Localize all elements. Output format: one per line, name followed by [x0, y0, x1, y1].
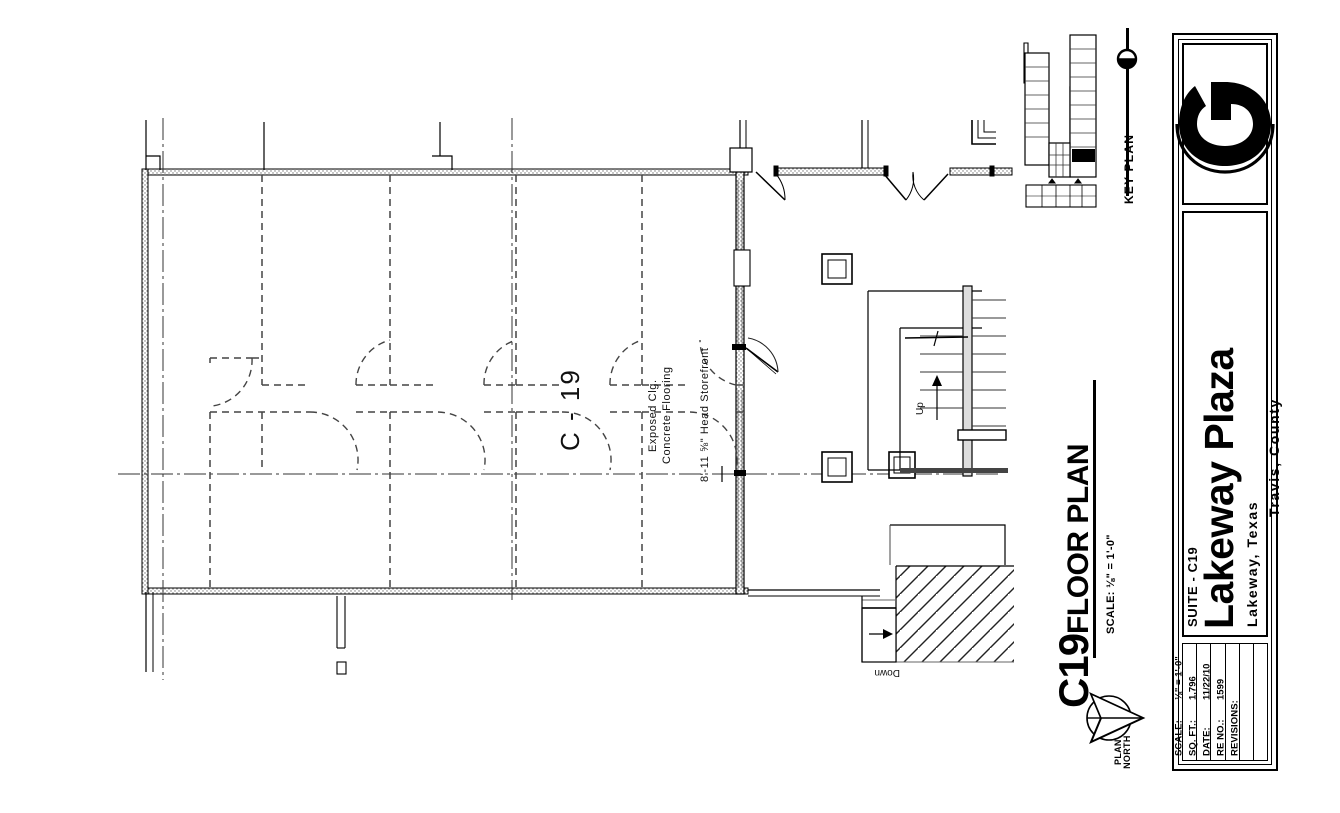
data-table: SCALE: ⅛" = 1'-0" SQ. FT.: 1,796 DATE: 1… [1173, 644, 1267, 760]
grid-centerlines [118, 118, 1000, 680]
adjacent-structure-lines [145, 120, 880, 672]
ceiling-note-label: Exposed Clg. [647, 379, 659, 452]
key-plan-label: KEY PLAN [1122, 133, 1136, 204]
sheet-title-label: FLOOR PLAN [1062, 443, 1095, 634]
corner-bracket-detail [971, 120, 996, 145]
floor-plan-drawing: C - 19 Exposed Clg. Concrete Flooring 8'… [118, 118, 1014, 680]
stair-down-label: Down [874, 667, 900, 678]
stair-up-label: Up [915, 402, 926, 415]
date-label: DATE: [1201, 727, 1213, 756]
plan-north-label: PLAN NORTH [1113, 735, 1133, 769]
data-table-box: SCALE: ⅛" = 1'-0" SQ. FT.: 1,796 DATE: 1… [1173, 643, 1268, 761]
suite-walls [141, 168, 749, 595]
data-row-square-feet: SQ. FT.: 1,796 [1187, 644, 1212, 760]
key-plan-svg [1023, 34, 1097, 208]
logo-box [1175, 43, 1275, 205]
hatched-area-down [861, 524, 1014, 663]
circular-c-logo-icon [1173, 72, 1277, 176]
sheet-scale-label: SCALE: ⅛" = 1'-0" [1105, 534, 1117, 634]
data-row-blank [1254, 644, 1267, 760]
data-row-re-number: RE NO.: 1599 [1216, 644, 1240, 760]
floor-note-label: Concrete Flooring [661, 366, 673, 464]
floor-plan-svg [118, 118, 1014, 680]
mall-corridor [755, 120, 1013, 201]
storefront-note-label: 8'-11 ⅝" Head Storefront [699, 347, 711, 482]
square-feet-label: SQ. FT.: [1187, 719, 1199, 756]
key-plan-highlight-c19 [1072, 149, 1095, 162]
storefront-assembly [721, 180, 779, 588]
key-plan-rule [1126, 28, 1129, 196]
city-state-label: Lakeway, Texas [1244, 500, 1260, 627]
suite-tag-label: C - 19 [555, 368, 585, 451]
door-swing-arcs [211, 339, 738, 471]
date-value: 11/22/10 [1201, 663, 1213, 700]
data-row-revisions: REVISIONS: [1230, 644, 1254, 760]
key-plan-north-icon [1114, 46, 1140, 72]
scale-label: SCALE: [1173, 720, 1185, 756]
project-name-label: Lakeway Plaza [1196, 348, 1242, 629]
title-block: SUITE - C19 Lakeway Plaza Lakeway, Texas… [1172, 33, 1282, 771]
plan-north-line2: NORTH [1122, 735, 1133, 769]
data-row-date: DATE: 11/22/10 [1201, 644, 1226, 760]
county-label: Travis, County [1266, 398, 1282, 517]
project-title-box: SUITE - C19 Lakeway Plaza Lakeway, Texas… [1182, 211, 1282, 637]
bottom-shaft-stub [336, 596, 347, 675]
structural-columns [821, 253, 916, 483]
data-row-scale: SCALE: ⅛" = 1'-0" [1173, 644, 1198, 760]
sheet-title-underline [1093, 380, 1096, 658]
stair-up [867, 285, 1008, 477]
plan-north-arrow-icon [1086, 692, 1146, 744]
re-number-value: 1599 [1215, 678, 1227, 700]
revisions-label: REVISIONS: [1229, 700, 1241, 756]
plan-north-symbol: PLAN NORTH [1085, 680, 1147, 769]
key-plan-diagram[interactable] [1012, 25, 1112, 210]
interior-partitions-dashed [209, 175, 748, 588]
square-feet-value: 1,796 [1187, 676, 1199, 700]
scale-value: ⅛" = 1'-0" [1173, 656, 1185, 700]
sheet-title: C19FLOOR PLAN [1050, 444, 1098, 708]
re-number-label: RE NO.: [1215, 719, 1227, 756]
